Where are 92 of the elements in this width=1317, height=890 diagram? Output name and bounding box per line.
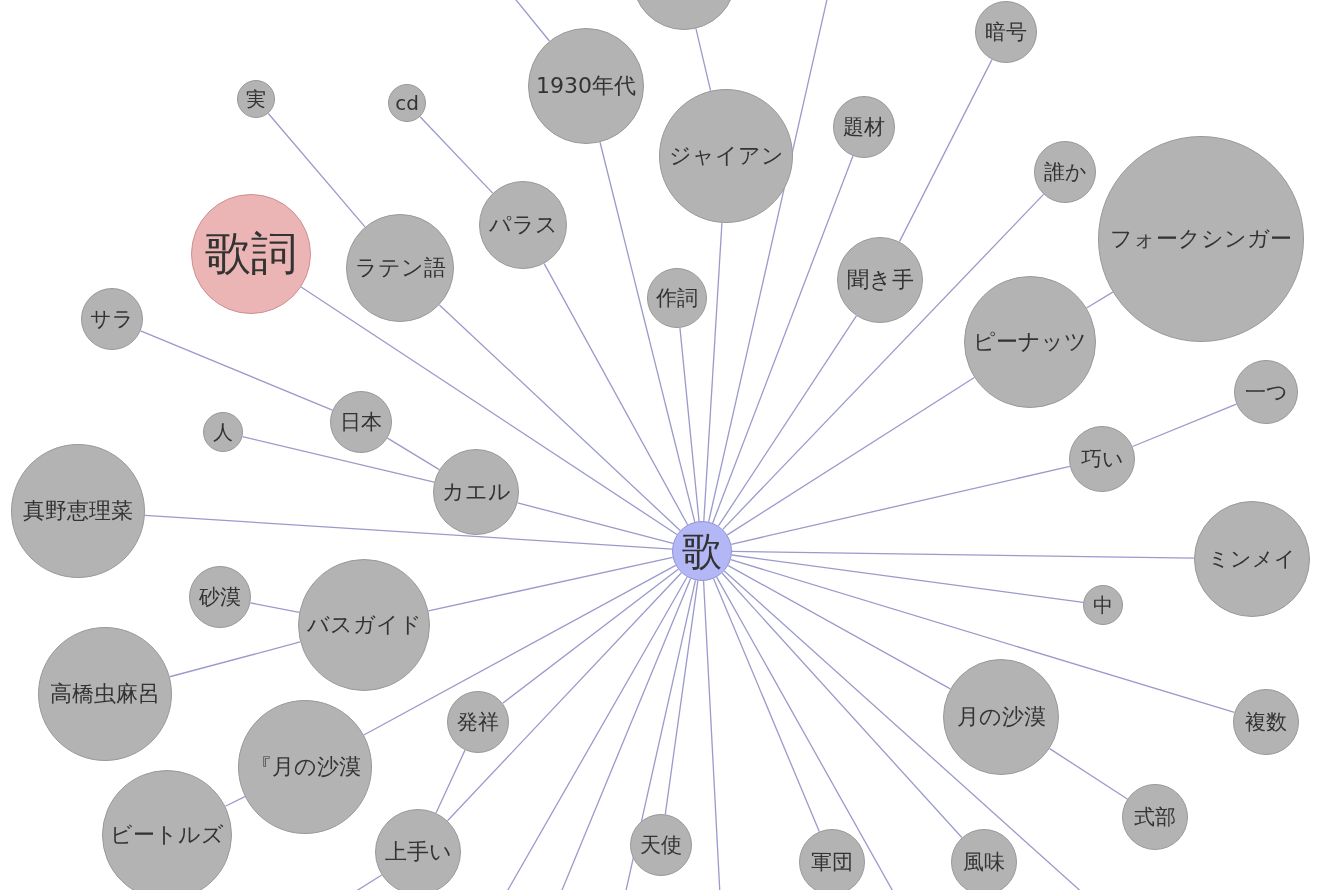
link-line: [169, 641, 301, 678]
word-label: 複数: [1245, 709, 1287, 736]
word-bubble: [203, 412, 243, 452]
word-bubble: [375, 809, 461, 890]
word-label: 中: [1093, 591, 1113, 619]
word-label: 発祥: [457, 709, 499, 736]
link-line: [1049, 747, 1128, 800]
word-label: ピーナッツ: [973, 328, 1087, 356]
link-line: [559, 578, 692, 890]
word-label: 上手い: [384, 838, 452, 866]
word-label: 軍団: [811, 849, 853, 876]
link-line: [703, 222, 723, 522]
link-line: [144, 514, 673, 550]
link-line: [438, 304, 681, 532]
word-label: 日本: [340, 409, 382, 436]
link-line: [717, 315, 858, 527]
word-label: 人: [213, 418, 233, 446]
word-label: バスガイド: [306, 611, 422, 639]
word-label: 誰か: [1043, 159, 1087, 186]
link-line: [140, 330, 333, 411]
word-bubble: [388, 84, 426, 122]
link-line: [1131, 403, 1238, 448]
word-label: ジャイアン: [668, 142, 784, 170]
word-label: パラス: [488, 211, 558, 239]
link-line: [708, 0, 829, 523]
word-label: カエル: [441, 478, 511, 506]
link-line: [363, 564, 677, 736]
link-line: [267, 112, 366, 228]
word-bubble: [672, 521, 732, 581]
link-line: [435, 749, 466, 814]
word-bubble: [951, 829, 1017, 890]
link-line: [1085, 291, 1114, 309]
link-line: [664, 580, 699, 815]
word-label: 実: [246, 85, 266, 113]
word-label: ビートルズ: [110, 821, 224, 849]
link-line: [730, 465, 1071, 545]
link-line: [722, 193, 1045, 530]
word-bubble: [647, 268, 707, 328]
word-label: フォークシンガー: [1110, 225, 1292, 253]
link-line: [446, 572, 683, 822]
link-line: [712, 155, 854, 524]
word-label: 暗号: [985, 19, 1027, 46]
word-label: 式部: [1134, 804, 1176, 831]
link-line: [599, 141, 696, 523]
word-label: 『月の沙漠: [249, 753, 361, 781]
link-line: [898, 59, 993, 243]
link-line: [241, 435, 435, 483]
word-label: 1930年代: [536, 72, 636, 100]
link-line: [502, 568, 679, 704]
link-line: [224, 795, 246, 807]
word-label: ラテン語: [354, 254, 446, 282]
word-bubble: [630, 814, 692, 876]
link-line: [726, 376, 975, 536]
word-label: 砂漠: [199, 584, 241, 611]
word-bubble: [1083, 585, 1123, 625]
link-line: [516, 502, 674, 545]
link-line: [731, 554, 1084, 603]
word-bubble: [330, 391, 392, 453]
word-bubble: [237, 80, 275, 118]
word-label: 作詞: [656, 285, 698, 312]
link-line: [504, 576, 688, 890]
word-bubble: [447, 691, 509, 753]
link-line: [695, 27, 712, 92]
word-label: サラ: [90, 306, 134, 333]
word-label: ミンメイ: [1208, 546, 1296, 573]
word-label: 天使: [640, 832, 682, 859]
link-line: [419, 116, 494, 194]
word-label: cd: [395, 91, 419, 115]
link-line: [712, 578, 820, 833]
word-label: 歌: [682, 526, 722, 576]
word-label: 高橋虫麻呂: [50, 680, 160, 708]
word-label: 一つ: [1244, 379, 1288, 406]
link-line: [427, 556, 674, 612]
link-line: [721, 572, 963, 839]
link-line: [300, 286, 678, 536]
word-label: 題材: [843, 114, 885, 141]
link-line: [249, 602, 300, 614]
word-label: 巧い: [1080, 446, 1124, 473]
word-label: 真野恵理菜: [23, 497, 133, 525]
link-line: [679, 327, 700, 522]
word-bubble: [799, 829, 865, 890]
link-line: [731, 550, 1195, 559]
link-line: [716, 576, 896, 890]
link-line: [543, 262, 689, 526]
word-label: 聞き手: [846, 266, 914, 294]
word-label: 風味: [963, 849, 1005, 876]
link-line: [702, 580, 721, 890]
link-line: [727, 564, 951, 690]
word-label: 歌詞: [205, 225, 297, 282]
link-line: [730, 559, 1236, 714]
link-line: [386, 437, 440, 471]
word-label: 月の沙漠: [956, 703, 1046, 731]
